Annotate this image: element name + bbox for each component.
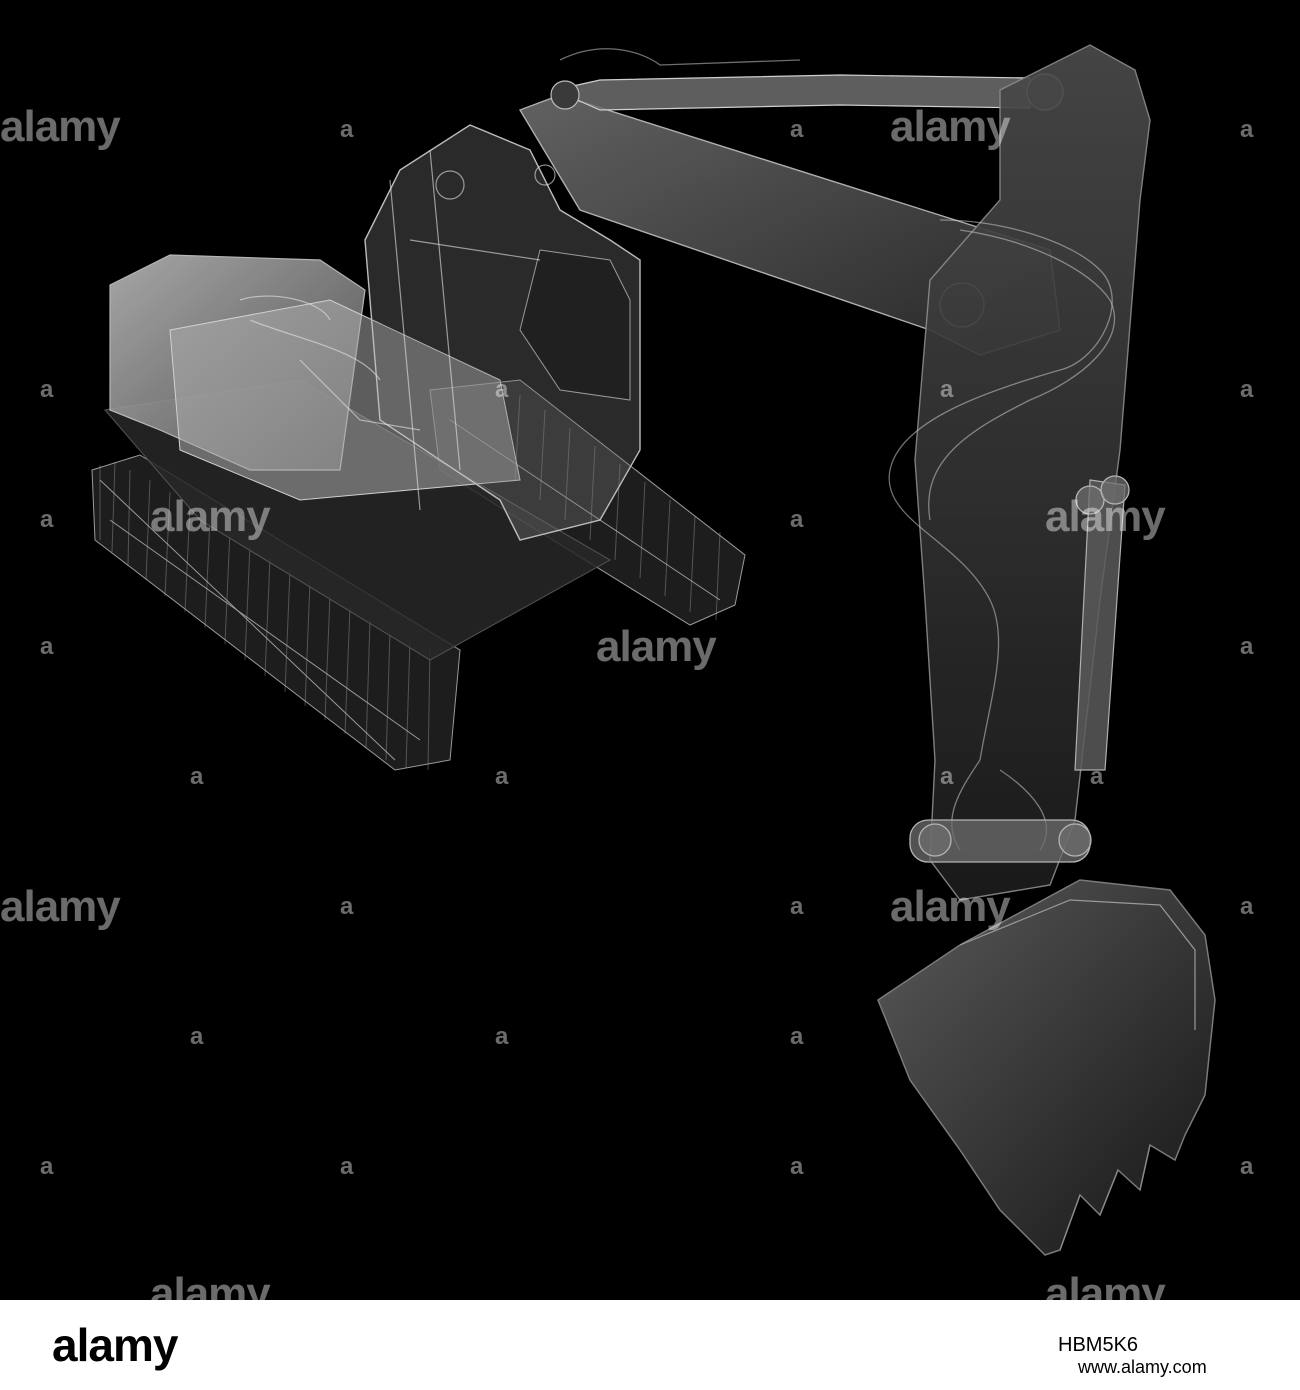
- watermark-mark: a: [790, 116, 804, 143]
- track-left: [91, 454, 461, 771]
- watermark-mark: a: [40, 506, 54, 533]
- site-url[interactable]: www.alamy.com: [1078, 1357, 1207, 1377]
- watermark-mark: a: [340, 893, 354, 920]
- watermark-mark: a: [790, 506, 804, 533]
- watermark-logo: alamy: [0, 882, 121, 931]
- watermark-logo: alamy: [890, 882, 1011, 931]
- watermark-mark: a: [1240, 116, 1254, 143]
- bucket-linkage: [909, 475, 1130, 863]
- excavator-illustration: [91, 44, 1216, 1256]
- watermark-mark: a: [1240, 376, 1254, 403]
- watermark-mark: a: [1090, 763, 1104, 790]
- operator-cab: [364, 124, 641, 541]
- watermark-mark: a: [40, 633, 54, 660]
- watermark-mark: a: [790, 893, 804, 920]
- watermark-mark: a: [40, 1153, 54, 1180]
- watermark-mark: a: [1240, 1153, 1254, 1180]
- watermark-logo: alamy: [596, 622, 717, 671]
- bucket-inner-edge: [959, 899, 1196, 1030]
- watermark-mark: a: [495, 1023, 509, 1050]
- boom-base-pivot: [550, 80, 580, 110]
- watermark-mark: a: [495, 763, 509, 790]
- stock-footer: alamy HBM5K6 www.alamy.com: [0, 1300, 1300, 1390]
- cab-window: [519, 249, 631, 401]
- watermark-logo: alamy: [890, 102, 1011, 151]
- stick-arm: [914, 44, 1151, 901]
- watermark-mark: a: [190, 763, 204, 790]
- photo-stage: alamy a a alamy a a a a a a alamy a alam…: [0, 44, 1254, 1301]
- track-links: [99, 394, 721, 771]
- watermark-logo: alamy: [1045, 1269, 1166, 1301]
- watermark-logo: alamy: [0, 102, 121, 151]
- watermark-mark: a: [940, 376, 954, 403]
- cab-interior-lines: [239, 149, 556, 511]
- image-id: HBM5K6: [1058, 1334, 1139, 1356]
- watermark-mark: a: [340, 1153, 354, 1180]
- watermark-logo: alamy: [150, 1269, 271, 1301]
- watermark-mark: a: [790, 1023, 804, 1050]
- watermark-mark: a: [790, 1153, 804, 1180]
- watermark-mark: a: [1240, 893, 1254, 920]
- bucket: [877, 879, 1216, 1256]
- watermark-mark: a: [940, 763, 954, 790]
- watermark-logo: alamy: [150, 492, 271, 541]
- footer-logo[interactable]: alamy: [52, 1319, 178, 1371]
- watermark-mark: a: [40, 376, 54, 403]
- watermark-mark: a: [495, 376, 509, 403]
- watermark-logo: alamy: [1045, 492, 1166, 541]
- watermark-mark: a: [340, 116, 354, 143]
- engine-cover: [169, 299, 521, 501]
- watermark-mark: a: [190, 1023, 204, 1050]
- watermark-mark: a: [1240, 633, 1254, 660]
- bucket-teeth: [1059, 1144, 1151, 1251]
